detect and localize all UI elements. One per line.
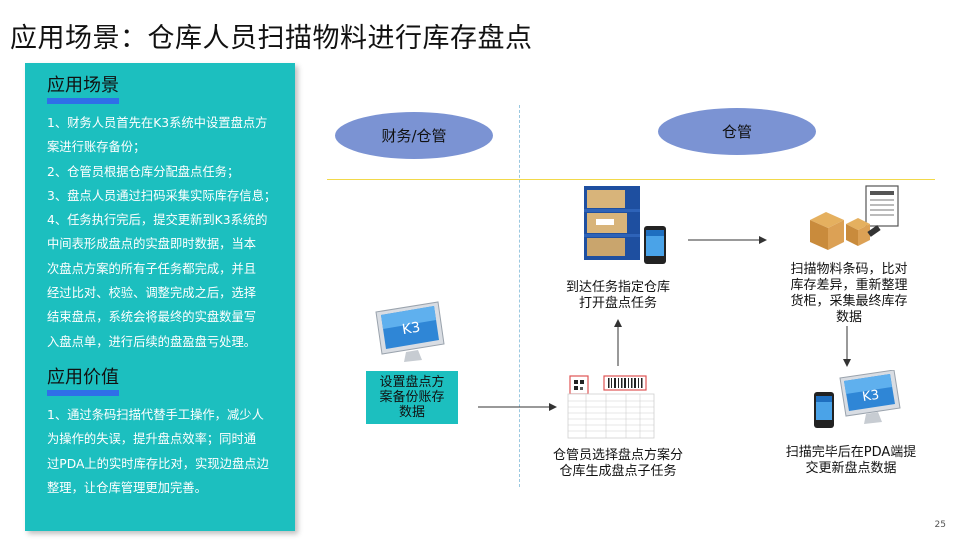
- lane-divider-horizontal: [327, 179, 935, 180]
- scene-heading-text: 应用场景: [47, 75, 119, 96]
- scene-line: 1、财务人员首先在K3系统中设置盘点方: [47, 116, 268, 130]
- step-submit-line: 交更新盘点数据: [805, 461, 897, 476]
- step-assign-line: 仓管员选择盘点方案分: [552, 448, 683, 463]
- scene-line: 4、任务执行完后，提交更新到K3系统的: [47, 213, 268, 228]
- step-scan-label: 扫描物料条码，比对 库存差异，重新整理 货柜，采集最终库存 数据: [776, 262, 922, 326]
- barcode-form-icon: [567, 375, 655, 439]
- step-scan-line: 库存差异，重新整理: [790, 278, 908, 293]
- value-heading-underline: [47, 390, 119, 396]
- scene-text: 1、财务人员首先在K3系统中设置盘点方 案进行账存备份； 2、仓管员根据仓库分配…: [47, 111, 279, 354]
- warehouse-shelf-pda-icon: [584, 186, 666, 264]
- scene-heading: 应用场景: [47, 71, 119, 104]
- scene-line: 3、盘点人员通过扫码采集实际库存信息；: [47, 188, 277, 203]
- scene-line: 经过比对、校验、调整完成之后，选择: [47, 286, 257, 301]
- step-submit-line: 扫描完毕后在PDA端提: [785, 445, 917, 460]
- step-scan-line: 扫描物料条码，比对: [790, 262, 908, 277]
- lane-finance-label: 财务/仓管: [381, 127, 447, 145]
- value-line: 为操作的失误，提升盘点效率；同时通: [47, 432, 257, 447]
- step-assign-line: 仓库生成盘点子任务: [559, 464, 677, 479]
- k3-monitor-label: K3: [401, 320, 421, 339]
- pda-k3-monitor-icon: K3: [814, 370, 901, 428]
- value-heading: 应用价值: [47, 363, 119, 396]
- lane-warehouse-label: 仓管: [721, 123, 752, 141]
- value-text: 1、通过条码扫描代替手工操作，减少人 为操作的失误，提升盘点效率；同时通 过PD…: [47, 403, 279, 500]
- step-scan-line: 货柜，采集最终库存: [790, 294, 908, 309]
- info-panel: 应用场景 1、财务人员首先在K3系统中设置盘点方 案进行账存备份； 2、仓管员根…: [25, 63, 295, 531]
- value-line: 整理，让仓库管理更加完善。: [47, 480, 207, 495]
- step-submit-label: 扫描完毕后在PDA端提 交更新盘点数据: [776, 445, 926, 477]
- value-line: 1、通过条码扫描代替手工操作，减少人: [47, 408, 264, 422]
- scene-heading-underline: [47, 98, 119, 104]
- step-assign-label: 仓管员选择盘点方案分 仓库生成盘点子任务: [538, 448, 698, 480]
- scene-line: 中间表形成盘点的实盘即时数据，当本: [47, 237, 257, 252]
- lane-finance-ellipse: 财务/仓管: [335, 112, 493, 159]
- lane-warehouse-ellipse: 仓管: [658, 108, 816, 155]
- step-setup-line: 数据: [398, 405, 425, 420]
- step-arrive-label: 到达任务指定仓库 打开盘点任务: [548, 280, 688, 312]
- scene-line: 案进行账存备份；: [47, 140, 146, 155]
- step-setup-box: 设置盘点方 案备份账存 数据: [366, 371, 458, 424]
- step-scan-line: 数据: [835, 310, 862, 325]
- k3-monitor-label-2: K3: [861, 388, 880, 405]
- step-setup-line: 设置盘点方: [379, 375, 445, 390]
- lane-divider-vertical: [519, 105, 520, 487]
- k3-monitor-icon: K3: [375, 301, 445, 362]
- scene-line: 次盘点方案的所有子任务都完成，并且: [47, 261, 257, 276]
- page-title: 应用场景：仓库人员扫描物料进行库存盘点: [10, 23, 533, 54]
- scene-line: 入盘点单，进行后续的盘盈盘亏处理。: [47, 334, 257, 349]
- scene-line: 结束盘点，系统会将最终的实盘数量写: [47, 310, 257, 325]
- boxes-scanner-icon: [810, 185, 899, 250]
- value-heading-text: 应用价值: [47, 367, 119, 388]
- page-number: 25: [934, 520, 946, 530]
- value-line: 过PDA上的实时库存比对，实现边盘点边: [47, 456, 269, 471]
- step-setup-line: 案备份账存: [379, 390, 445, 405]
- step-arrive-line: 到达任务指定仓库: [565, 280, 670, 295]
- step-arrive-line: 打开盘点任务: [578, 296, 657, 311]
- scene-line: 2、仓管员根据仓库分配盘点任务；: [47, 164, 240, 179]
